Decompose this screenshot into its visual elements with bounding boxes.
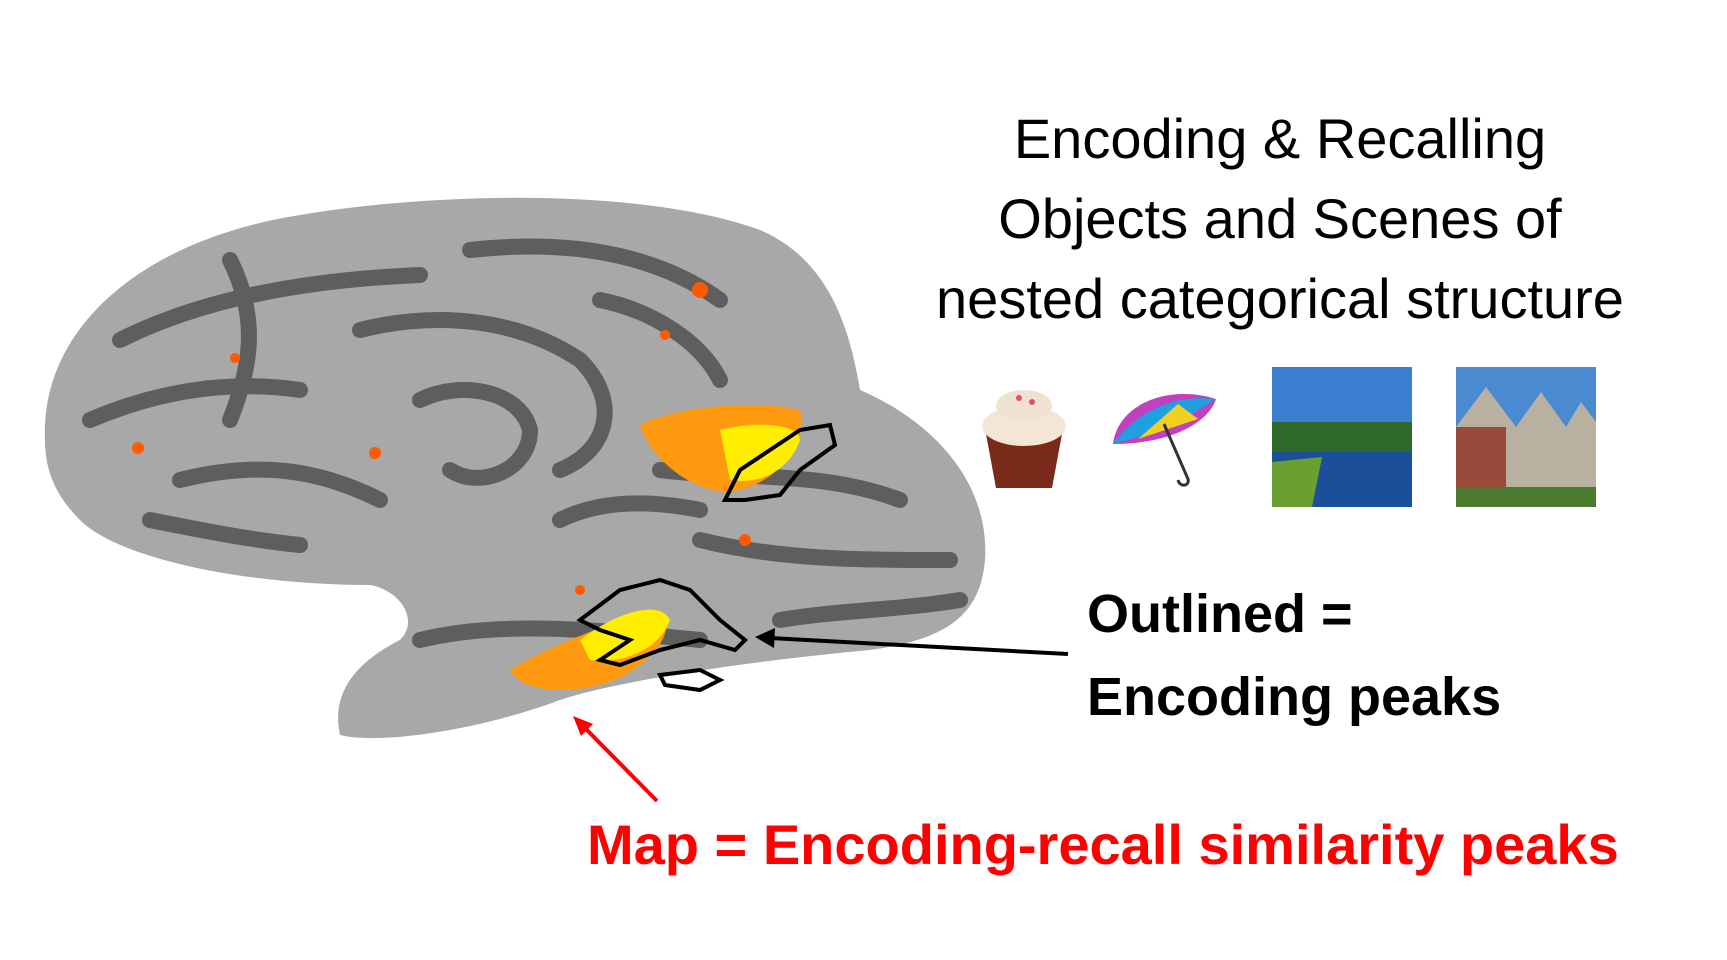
title-line: Encoding & Recalling	[1013, 107, 1547, 170]
figure-title: Encoding & Recalling Objects and Scenes …	[880, 99, 1680, 339]
umbrella-image	[1113, 394, 1216, 487]
title-line: Objects and Scenes of	[998, 187, 1562, 250]
arrow-map	[573, 716, 659, 803]
map-label: Map = Encoding-recall similarity peaks	[587, 813, 1619, 876]
activation-map	[132, 282, 802, 690]
cupcake-image	[982, 390, 1066, 488]
houses-scene-image	[1456, 367, 1596, 507]
lake-scene-image	[1272, 367, 1412, 507]
encoding-peak-outlines	[576, 422, 838, 693]
arrow-outlined	[755, 628, 1069, 656]
encoding-peaks-label: Encoding peaks	[1087, 667, 1502, 727]
title-line: nested categorical structure	[936, 267, 1624, 330]
outlined-label: Outlined =	[1087, 584, 1353, 644]
inflated-brain-surface	[44, 197, 986, 739]
